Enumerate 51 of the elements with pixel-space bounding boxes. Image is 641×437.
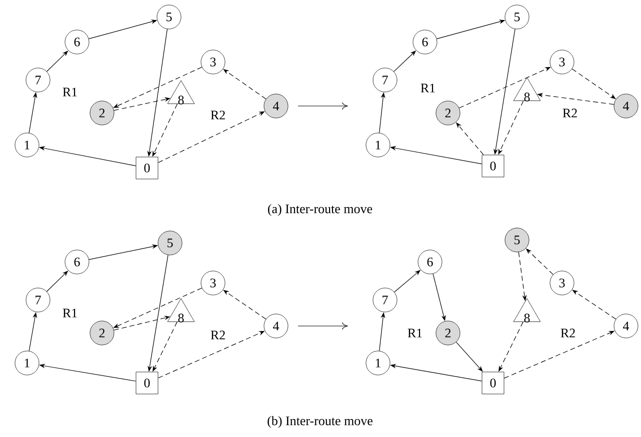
node-label: 8 <box>524 314 530 322</box>
customer-node: 1 <box>366 132 390 158</box>
customer-node: 6 <box>64 250 90 274</box>
customer-node: 2 <box>90 100 114 126</box>
customer-node: 3 <box>200 50 226 74</box>
route-label: R2 <box>210 330 225 340</box>
depot-box: 0 <box>136 372 158 394</box>
customer-node: 3 <box>200 270 226 296</box>
customer-node: 5 <box>504 228 530 252</box>
arrow <box>158 111 265 163</box>
depot-box: 0 <box>482 154 504 178</box>
customer-node: 2 <box>436 320 460 346</box>
route-label: R1 <box>408 328 422 338</box>
triangle-node <box>167 298 195 322</box>
caption: (a) Inter-route move <box>268 204 372 216</box>
customer-node: 6 <box>418 250 442 274</box>
customer-node: 6 <box>412 30 438 54</box>
customer-node: 4 <box>614 94 638 118</box>
customer-node: 6 <box>64 30 90 54</box>
customer-node: 1 <box>14 132 40 158</box>
caption: (b) Inter-route move <box>268 416 372 428</box>
customer-node: 7 <box>372 288 398 312</box>
route-label: R1 <box>62 88 77 96</box>
customer-node: 5 <box>158 230 182 256</box>
triangle-node <box>513 298 541 322</box>
customer-node: 7 <box>372 68 398 92</box>
customer-node: 1 <box>366 350 390 376</box>
customer-node: 4 <box>264 314 288 338</box>
customer-node: 3 <box>550 270 574 296</box>
triangle-node <box>513 77 541 101</box>
customer-node: 2 <box>90 320 114 346</box>
node-label: 8 <box>178 96 184 104</box>
customer-node: 1 <box>14 350 40 376</box>
route-label: R2 <box>560 328 575 338</box>
route-label: R1 <box>62 308 77 318</box>
customer-node: 3 <box>550 50 574 74</box>
customer-node: 4 <box>264 94 288 118</box>
triangle-node <box>167 80 195 104</box>
node-label: 8 <box>524 92 530 102</box>
customer-node: 2 <box>436 100 460 126</box>
customer-node: 7 <box>26 288 50 312</box>
route-label: R2 <box>210 110 225 120</box>
route-label: R2 <box>562 108 577 118</box>
customer-node: 5 <box>156 4 182 30</box>
customer-node: 4 <box>614 314 638 338</box>
depot-box: 0 <box>136 156 158 180</box>
depot-box: 0 <box>482 372 504 394</box>
node-label: 8 <box>178 314 184 322</box>
route-label: R1 <box>420 84 435 92</box>
customer-node: 7 <box>26 68 50 92</box>
customer-node: 5 <box>504 4 530 30</box>
